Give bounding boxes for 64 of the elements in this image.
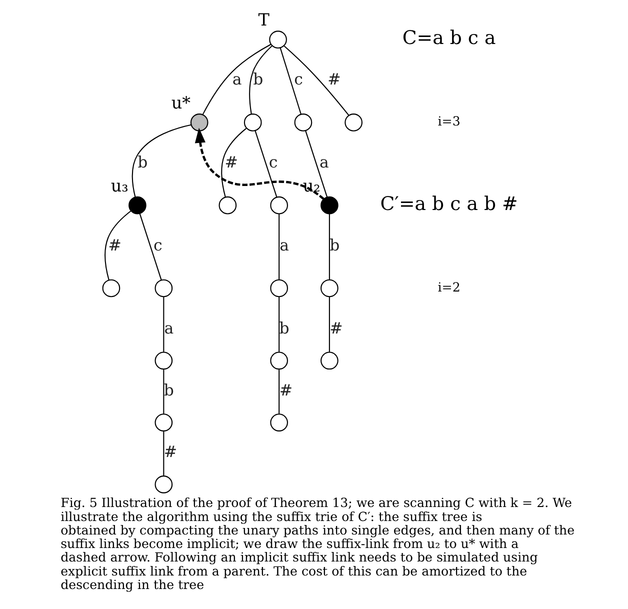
node-label: T [258,10,269,30]
arrow [194,128,324,200]
edge-label: b [137,152,148,172]
connector [162,431,164,476]
edge-label: a [232,70,242,89]
node-circle [344,114,362,132]
label: C=a b c a [402,27,496,50]
edge-label: # [278,380,292,400]
edge-label: # [108,235,121,254]
connector [248,45,272,114]
node-label: u* [170,92,190,113]
connector [279,48,301,114]
edge-label: # [163,442,177,462]
edge-label: a [164,318,174,338]
connector [328,296,330,352]
node-circle [218,196,236,214]
node-circle [154,476,172,494]
node-circle [270,279,288,298]
connector [131,124,191,198]
node-circle [243,114,262,132]
label: i=2 [437,279,460,294]
node-circle [102,279,120,298]
edge-label: b [163,380,174,400]
edge-label: b [252,70,263,89]
connector [202,44,271,115]
edge-label: # [327,70,340,89]
edge-label: c [294,70,302,89]
connector [220,128,246,198]
edge-label: c [153,235,162,254]
node-circle [190,114,208,132]
label: C′=a b c a b # [380,192,518,215]
node-label: u₃ [110,176,128,196]
edge-label: a [279,235,289,254]
label: i=3 [437,114,460,129]
node-circle [270,352,288,370]
connector [328,214,330,280]
connector [278,214,280,280]
node-circle [154,414,172,432]
node-circle [270,196,288,214]
edge-label: a [319,152,328,172]
connector [104,210,131,280]
node-circle [320,279,338,298]
node-circle [154,279,172,298]
node-circle [320,196,338,214]
connector [304,130,328,198]
edge-label: c [268,152,278,172]
node-circle [294,114,312,132]
node-circle [128,196,146,214]
node-circle [268,30,286,48]
node-circle [320,352,338,370]
connector [278,370,280,414]
connector [138,213,162,280]
node-circle [154,352,172,370]
caption: Fig. 5 Illustration of the proof of Theorem 13; we are scanning C with k = 2. We illustrate the algorithm using the suffix trie of C′: the suffix tree is obtained by compacting the unary paths into single edges, and then many of the suffix links become implicit; we draw the suffix-link from u₂ to u* with a dashed arrow. Following an implicit suffix link needs to be simulated using explicit suffix link from a parent. The cost of this can be amortized to the descending in the tree [60,495,574,592]
edge-label: # [329,318,342,338]
edge-label: b [278,318,289,338]
connector [162,296,164,352]
connector [283,45,349,116]
connector [162,370,164,414]
edge-label: b [329,235,340,254]
node-circle [270,414,288,432]
connector [254,130,277,198]
edge-label: # [224,152,238,172]
connector [278,296,280,352]
